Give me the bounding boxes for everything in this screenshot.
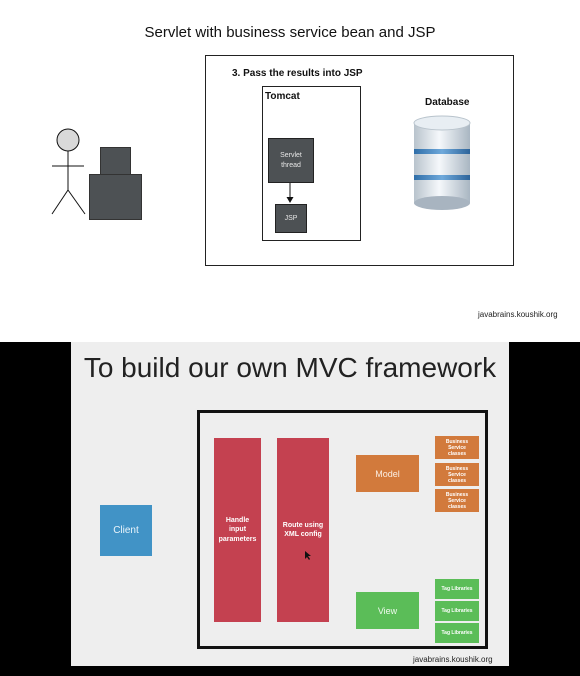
handle-input-box: Handle input parameters — [214, 438, 261, 622]
slide2-watermark: javabrains.koushik.org — [413, 655, 493, 664]
business-service-box: Business Service classes — [435, 436, 479, 459]
business-service-box: Business Service classes — [435, 489, 479, 512]
tag-library-box: Tag Libraries — [435, 579, 479, 599]
framework-frame — [197, 410, 488, 649]
jsp-box: JSP — [275, 204, 307, 233]
tag-library-box: Tag Libraries — [435, 601, 479, 621]
servlet-thread-box: Servlet thread — [268, 138, 314, 183]
slide-separator — [0, 330, 580, 342]
view-box: View — [356, 592, 419, 629]
route-config-box: Route using XML config — [277, 438, 329, 622]
step-label: 3. Pass the results into JSP — [232, 68, 363, 79]
model-box: Model — [356, 455, 419, 492]
tomcat-label: Tomcat — [265, 91, 300, 102]
computer-base-icon — [89, 174, 142, 220]
business-service-box: Business Service classes — [435, 463, 479, 486]
computer-icon — [100, 147, 131, 175]
slide2-title: To build our own MVC framework — [83, 352, 497, 383]
arrow-down-icon — [286, 183, 294, 203]
database-label: Database — [425, 97, 470, 108]
tomcat-container — [262, 86, 361, 241]
slide1-watermark: javabrains.koushik.org — [478, 310, 558, 319]
tag-library-box: Tag Libraries — [435, 623, 479, 643]
person-icon — [51, 128, 86, 215]
cursor-icon — [305, 551, 311, 560]
database-icon — [413, 115, 471, 210]
slide1-title: Servlet with business service bean and J… — [144, 24, 436, 41]
server-frame — [205, 55, 514, 266]
client-box: Client — [100, 505, 152, 556]
